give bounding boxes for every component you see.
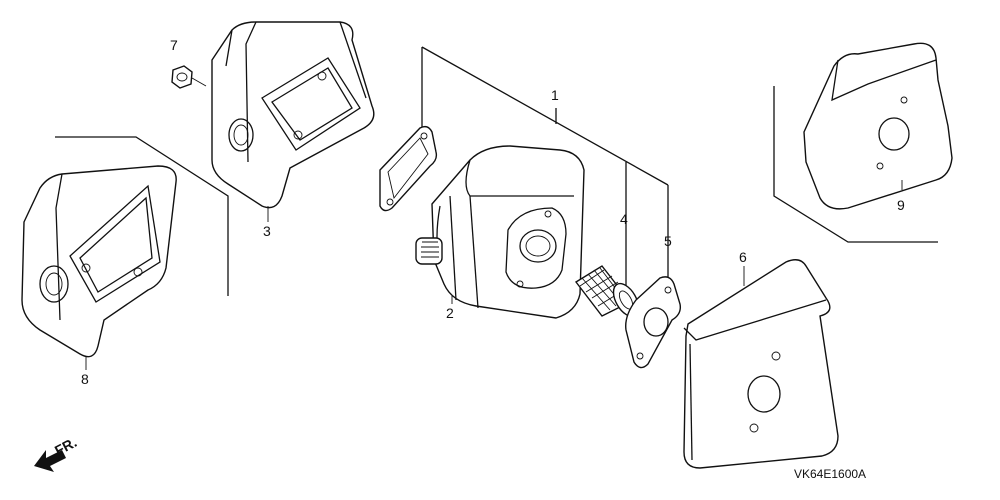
callout-4: 4 [620,211,628,227]
part-3-upper-cover [211,21,375,209]
callout-6: 6 [739,249,747,265]
part-muffler-gasket [379,125,438,212]
part-8-lower-cover [21,165,177,358]
part-9-heat-plate [803,42,953,210]
callout-9: 9 [897,197,905,213]
callout-8: 8 [81,371,89,387]
group-bracket-8 [55,136,229,296]
part-6-protector-plate [683,259,839,469]
front-direction-arrow-icon [34,450,66,472]
group-bracket-1 [421,46,669,288]
callout-1: 1 [551,87,559,103]
callout-5: 5 [664,233,672,249]
diagram-code: VK64E1600A [794,467,866,481]
part-4-spark-arrester [574,265,640,318]
part-2-muffler [415,145,585,319]
callout-3: 3 [263,223,271,239]
part-7-nut [171,65,207,89]
callout-7: 7 [170,37,178,53]
part-5-exhaust-gasket [625,276,682,369]
callout-2: 2 [446,305,454,321]
group-bracket-9 [773,86,938,243]
